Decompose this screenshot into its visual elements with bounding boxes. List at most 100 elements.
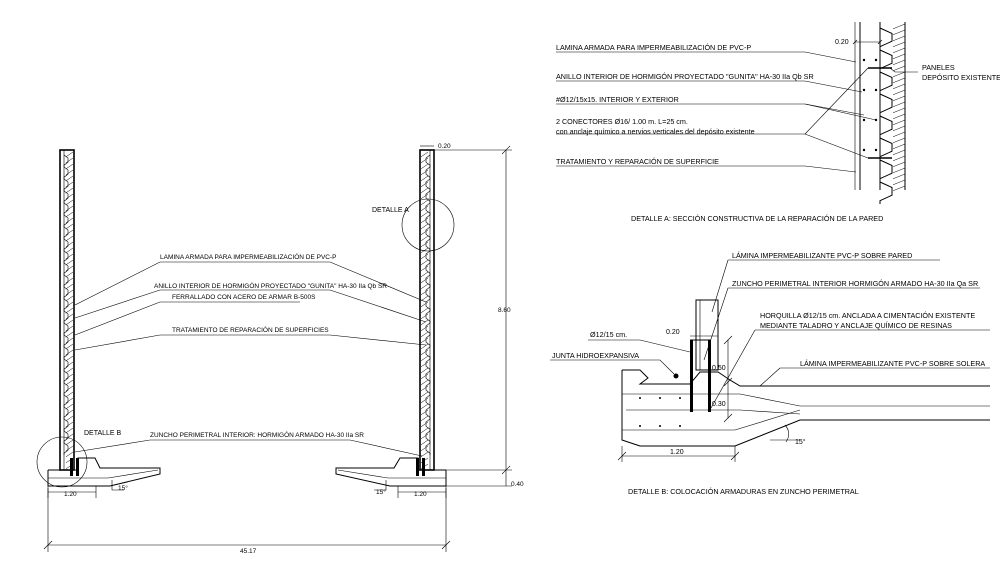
hatch-line [420,415,429,422]
angle-left: 15° [118,484,128,492]
hatch-line [65,289,74,296]
hatch-line [65,373,74,380]
hatch-line [420,439,429,446]
hatch-line [892,161,906,168]
hatch-line [65,259,74,266]
hatch-line [65,451,74,458]
hatch-line [892,23,906,30]
detail-b-caption: DETALLE B: COLOCACIÓN ARMADURAS EN ZUNCH… [628,487,859,496]
hatch-line [65,211,74,218]
hatch-line [65,319,74,326]
hatch-line [420,379,429,386]
hatch-line [420,433,429,440]
hatch-line [892,53,906,60]
hatch-line [65,385,74,392]
main-dimensions: 0.20 8.60 0.40 1.20 1.20 15° [43,143,524,555]
hatch-line [65,307,74,314]
detail-a-panel-label-1: PANELES [922,63,955,72]
hatch-line [65,349,74,356]
hatch-line [892,35,906,42]
hatch-line [420,331,429,338]
detail-b-dim-lower: 0.30 [712,401,726,408]
detail-b-note-ring-beam: ZUNCHO PERIMETRAL INTERIOR HORMIGÓN ARMA… [732,279,978,288]
hatch-line [65,433,74,440]
main-leaders [74,261,427,457]
hatch-line [65,181,74,188]
hatch-line [65,313,74,320]
detail-b-note-hairpin: HORQUILLA Ø12/15 cm. ANCLADA A CIMENTACI… [760,311,975,320]
hatch-line [65,445,74,452]
detail-a-note-surface: TRATAMIENTO Y REPARACIÓN DE SUPERFICIE [556,157,719,166]
hatch-line [892,89,906,96]
right-footing [335,457,447,487]
detail-a-note-membrane: LAMINA ARMADA PARA IMPERMEABILIZACIÓN DE… [556,43,751,52]
hatch-line [65,379,74,386]
hatch-line [65,271,74,278]
hatch-line [420,217,429,224]
hatch-line [420,199,429,206]
hatch-line [892,47,906,54]
hatch-line [892,167,906,174]
detail-a-note-anchor: con anclaje químico a nervios verticales… [556,127,755,136]
hatch-line [65,205,74,212]
hatch-line [892,83,906,90]
hatch-line [65,199,74,206]
hatch-line [65,427,74,434]
hatch-line [65,175,74,182]
hatch-line [65,355,74,362]
hatch-line [65,253,74,260]
hatch-line [892,41,906,48]
hatch-line [420,247,429,254]
hatch-line [892,137,906,144]
hatch-line [65,283,74,290]
hatch-line [65,157,74,164]
hatch-line [892,29,906,36]
hatch-line [420,175,429,182]
hatch-line [420,355,429,362]
hatch-line [65,193,74,200]
hatch-line [65,415,74,422]
detail-b-rebar-label: Ø12/15 cm. [590,330,627,339]
angle-right: 15° [376,488,386,496]
hatch-line [65,337,74,344]
hatch-line [65,403,74,410]
main-note-ring-beam: ZUNCHO PERIMETRAL INTERIOR: HORMIGÓN ARM… [150,430,364,439]
detail-a-panel-label-2: DEPÓSITO EXISTENTE [922,73,1000,82]
main-note-rebar: FERRALLADO CON ACERO DE ARMAR B-500S [172,294,316,301]
detail-a-dim-wall: 0.20 [835,39,849,46]
hatch-line [65,397,74,404]
hatch-line [65,151,74,158]
dim-right-base: 1.20 [414,491,427,498]
hatch-line [892,143,906,150]
hatch-line [892,185,906,192]
hatch-line [892,95,906,102]
hatch-line [892,173,906,180]
hatch-line [65,217,74,224]
hatch-line [420,361,429,368]
hatch-line [65,409,74,416]
detail-a-tag: DETALLE A [372,207,409,214]
hatch-line [420,241,429,248]
hatch-line [420,427,429,434]
hatch-line [65,367,74,374]
hatch-line [420,205,429,212]
hatch-line [420,169,429,176]
detail-b-dim-base: 1.20 [670,449,684,456]
hatch-line [892,131,906,138]
detail-b-joint-label: JUNTA HIDROEXPANSIVA [552,351,639,360]
hatch-line [892,113,906,120]
hatch-line [892,77,906,84]
hatch-line [420,313,429,320]
hatch-line [892,155,906,162]
hatch-line [892,179,906,186]
hatch-line [892,125,906,132]
hatch-line [892,107,906,114]
hatch-line [65,235,74,242]
hatch-line [420,151,429,158]
hatch-line [65,301,74,308]
main-section: DETALLE A DETALLE B LAMINA ARMADA PARA I… [36,143,524,555]
detail-b-dim-upper: 0.50 [712,365,726,372]
hatch-line [65,265,74,272]
dim-total-width: 45.17 [240,548,257,555]
